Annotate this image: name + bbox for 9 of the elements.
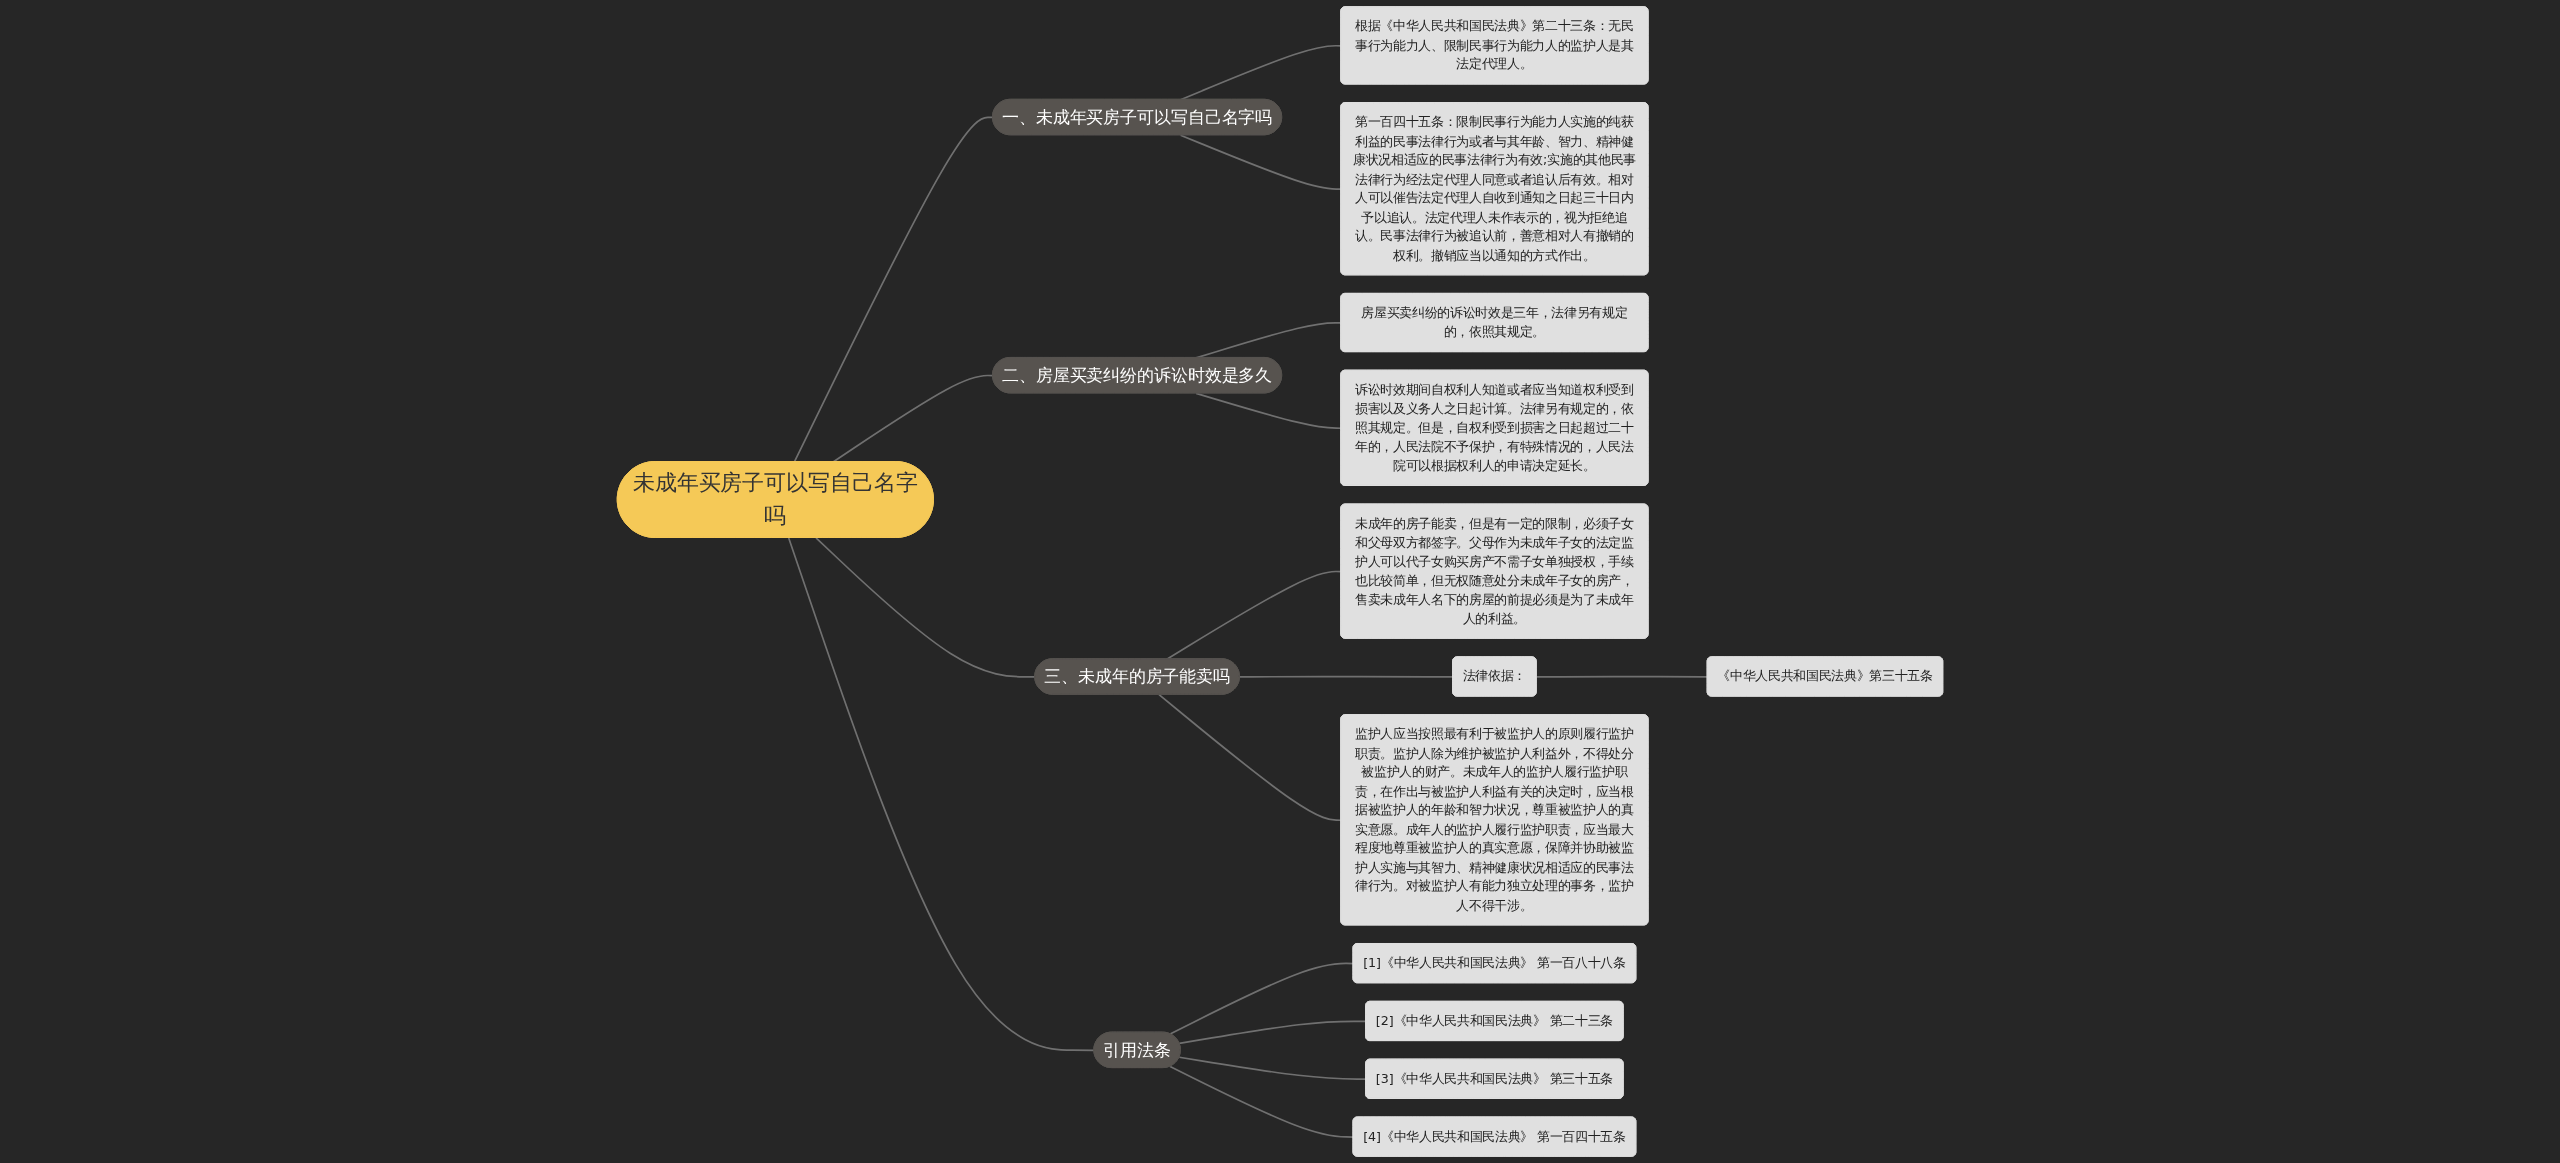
connector xyxy=(815,537,1036,678)
connector xyxy=(1169,962,1355,1035)
connector xyxy=(1178,1020,1367,1045)
connector xyxy=(793,116,994,463)
connector xyxy=(1239,675,1454,678)
connector xyxy=(832,374,994,463)
connector xyxy=(1178,1056,1367,1081)
connector xyxy=(1535,675,1709,678)
connector xyxy=(1169,1065,1355,1138)
